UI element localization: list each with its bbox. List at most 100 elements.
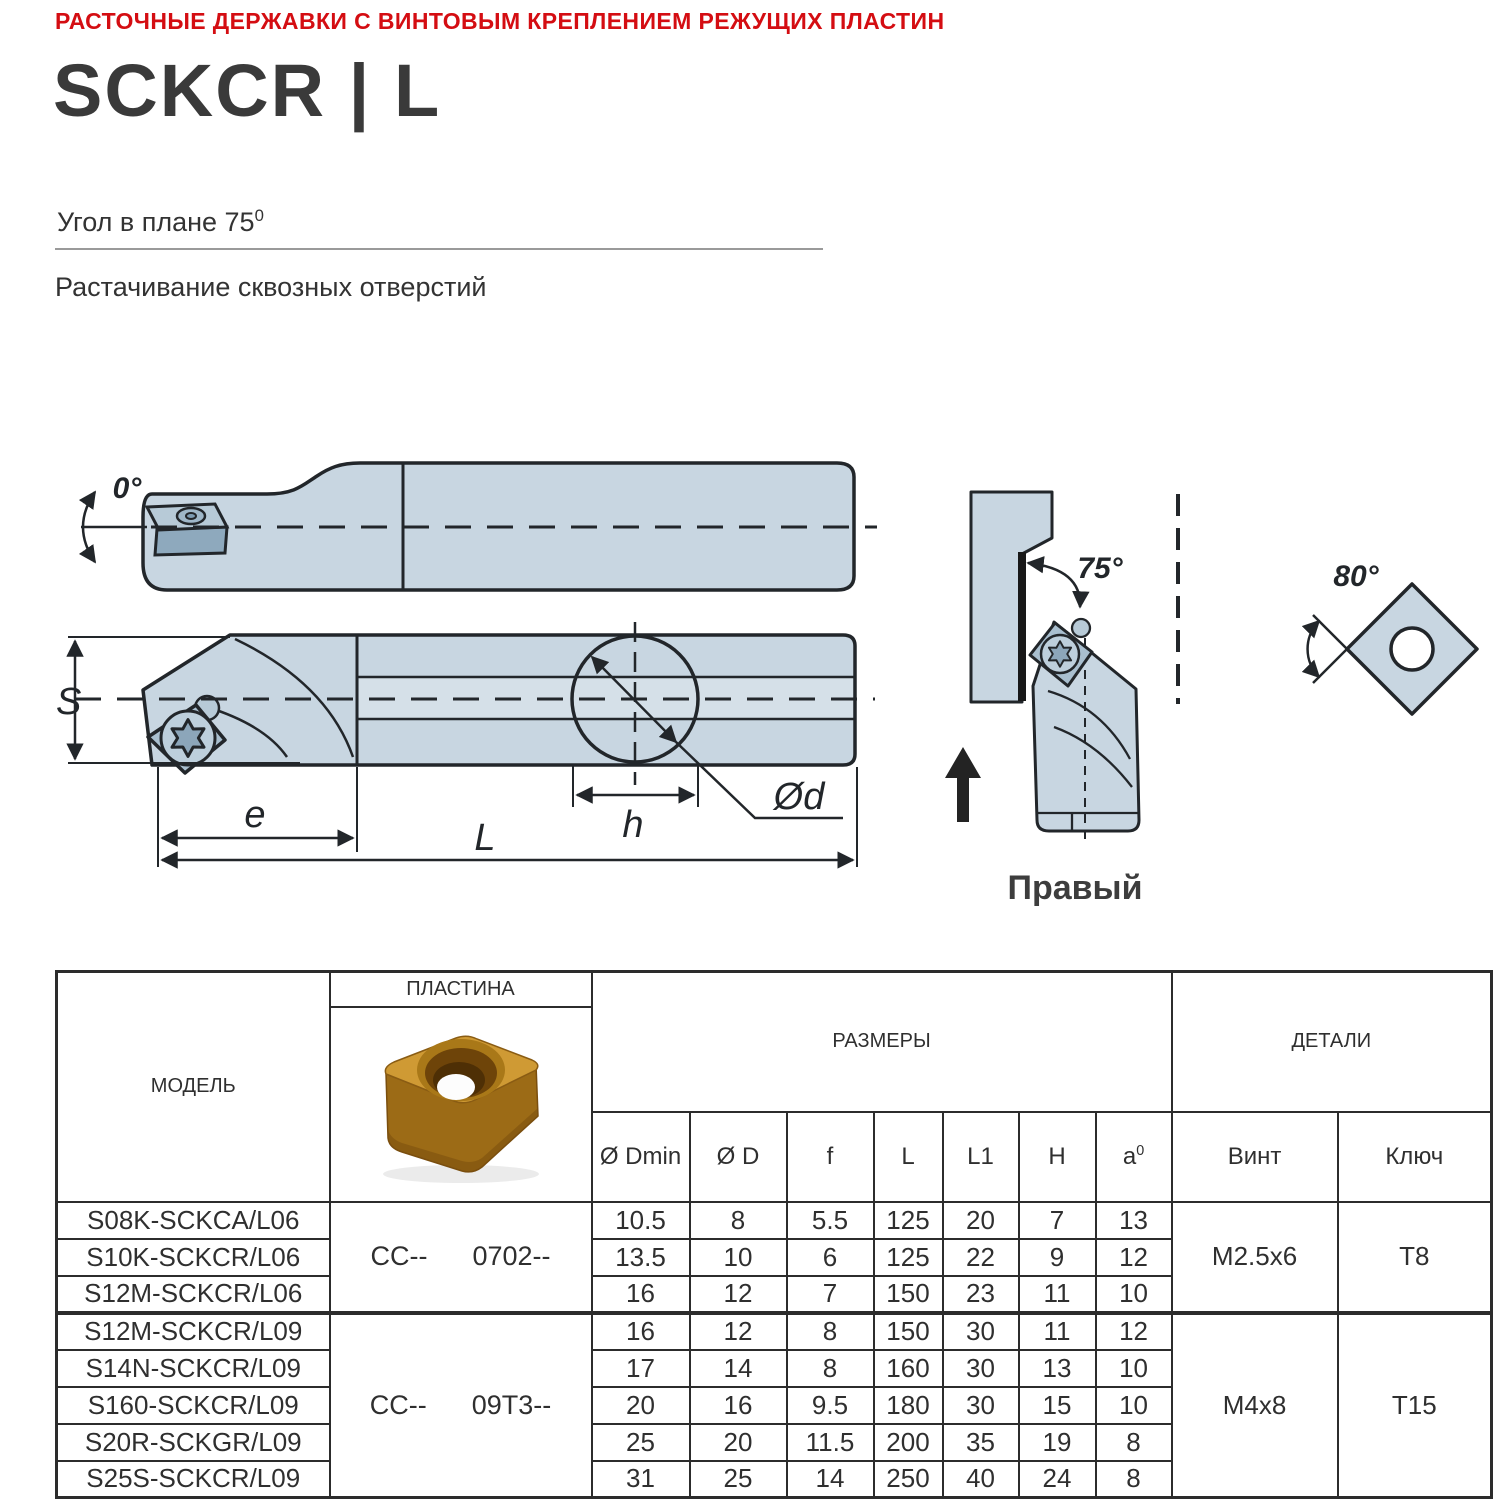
page-title: SCKCR | L [53,49,442,132]
alpha-base: a [1122,1142,1137,1170]
a-cell: 10 [1094,1385,1173,1425]
screw-cell: M2.5x6 [1170,1200,1339,1314]
a-cell: 10 [1094,1348,1173,1388]
f-cell: 5.5 [785,1200,875,1240]
l1-cell: 30 [941,1310,1020,1351]
l-cell: 125 [872,1237,944,1277]
model-cell: S10K-SCKCR/L06 [55,1237,331,1277]
h-cell: 11 [1017,1274,1097,1314]
l-cell: 250 [872,1459,944,1499]
alpha-sup: 0 [1136,1142,1145,1159]
l-cell: 160 [872,1348,944,1388]
h-cell: 15 [1017,1385,1097,1425]
l-cell: 125 [872,1200,944,1240]
f-cell: 14 [785,1459,875,1499]
e-label: e [244,794,265,836]
diameter-leader [675,741,843,820]
dmin-cell: 25 [590,1422,691,1462]
plan-angle-sup: 0 [254,206,264,225]
gold-insert-bottom-shade [387,1107,538,1172]
d-cell: 20 [688,1422,788,1462]
sub-header-d: Ø D [688,1110,788,1203]
a-cell: 10 [1094,1274,1173,1314]
plate-photo-cell [328,1005,593,1203]
f-cell: 6 [785,1237,875,1277]
tool-top-view-drawing: 0° [78,461,877,592]
dmin-cell: 13.5 [590,1237,691,1277]
l1-cell: 40 [941,1459,1020,1499]
sub-header-key: Ключ [1336,1110,1493,1203]
model-cell: S14N-SCKCR/L09 [55,1348,331,1388]
model-cell: S25S-SCKCR/L09 [55,1459,331,1499]
clamp-screw-circle [1070,617,1092,639]
col-header-plate: ПЛАСТИНА [328,970,593,1008]
table-row: S25S-SCKCR/L09 31 25 14 250 40 24 8 [55,1459,1492,1499]
a-cell: 8 [1094,1422,1173,1462]
lead-angle-arc [1026,556,1090,609]
diameter-label: Ød [772,776,827,818]
l-cell: 180 [872,1385,944,1425]
model-cell: S20R-SCKGR/L09 [55,1422,331,1462]
sub-header-dmin: Ø Dmin [590,1110,691,1203]
screw-cell: M4x8 [1170,1310,1339,1499]
dmin-cell: 20 [590,1385,691,1425]
h-cell: 7 [1017,1200,1097,1240]
head-front-curve-2 [1053,725,1133,788]
insert-hole [1389,626,1435,672]
s-label: S [56,681,81,723]
torx-icon [1047,640,1073,668]
table-row: S12M-SCKCR/L06 16 12 7 150 23 11 10 [55,1274,1492,1314]
sub-header-h: H [1017,1110,1097,1203]
col-header-dimensions: РАЗМЕРЫ [590,970,1173,1113]
l1-cell: 23 [941,1274,1020,1314]
a-cell: 12 [1094,1310,1173,1351]
col-header-model: МОДЕЛЬ [55,970,331,1203]
table-row: S14N-SCKCR/L09 17 14 8 160 30 13 10 [55,1348,1492,1388]
l-label: L [474,817,495,859]
model-cell: S160-SCKCR/L09 [55,1385,331,1425]
a-cell: 13 [1094,1200,1173,1240]
sub-header-l1: L1 [941,1110,1020,1203]
insert-shadow [382,1164,539,1183]
rake-angle-label: 0° [113,472,143,505]
plate-code-cell: CC-- 0702-- [328,1200,593,1314]
sub-header-alpha: a0 [1094,1110,1173,1203]
hand-label: Правый [1008,869,1143,907]
diameter-arrow [590,655,678,744]
d-cell: 12 [688,1274,788,1314]
dmin-cell: 17 [590,1348,691,1388]
key-cell: T8 [1336,1200,1493,1314]
table-row: S20R-SCKGR/L09 25 20 11.5 200 35 19 8 [55,1422,1492,1462]
tool-front-view-drawing: 75° Правый [945,490,1180,907]
dmin-cell: 31 [590,1459,691,1499]
d-cell: 10 [688,1237,788,1277]
d-cell: 12 [688,1310,788,1351]
col-header-details: ДЕТАЛИ [1170,970,1493,1113]
edge-extension-lower [1312,648,1348,684]
h-cell: 13 [1017,1348,1097,1388]
a-cell: 12 [1094,1237,1173,1277]
divider-line [55,248,823,250]
plate-code-cell: CC-- 09T3-- [328,1310,593,1499]
table-row: S12M-SCKCR/L09 CC-- 09T3-- 16 12 8 150 3… [55,1310,1493,1499]
l1-cell: 30 [941,1385,1020,1425]
insert-angle-arc [1301,619,1321,679]
head-front-curve-1 [1047,689,1132,760]
model-cell: S12M-SCKCR/L09 [55,1310,331,1351]
h-label: h [622,804,643,846]
f-cell: 8 [785,1310,875,1351]
l1-cell: 20 [941,1200,1020,1240]
sub-header-l: L [872,1110,944,1203]
sub-header-screw: Винт [1170,1110,1339,1203]
h-cell: 24 [1017,1459,1097,1499]
insert-screw-center [185,512,197,520]
spec-table: МОДЕЛЬ ПЛАСТИНА РАЗМЕРЫ ДЕТАЛИ [55,970,1494,1499]
l-cell: 150 [872,1274,944,1314]
h-cell: 9 [1017,1237,1097,1277]
feed-direction-arrow-stem [957,778,969,822]
dmin-cell: 16 [590,1274,691,1314]
lead-angle-label: 75° [1077,552,1123,585]
l1-cell: 30 [941,1348,1020,1388]
d-cell: 25 [688,1459,788,1499]
